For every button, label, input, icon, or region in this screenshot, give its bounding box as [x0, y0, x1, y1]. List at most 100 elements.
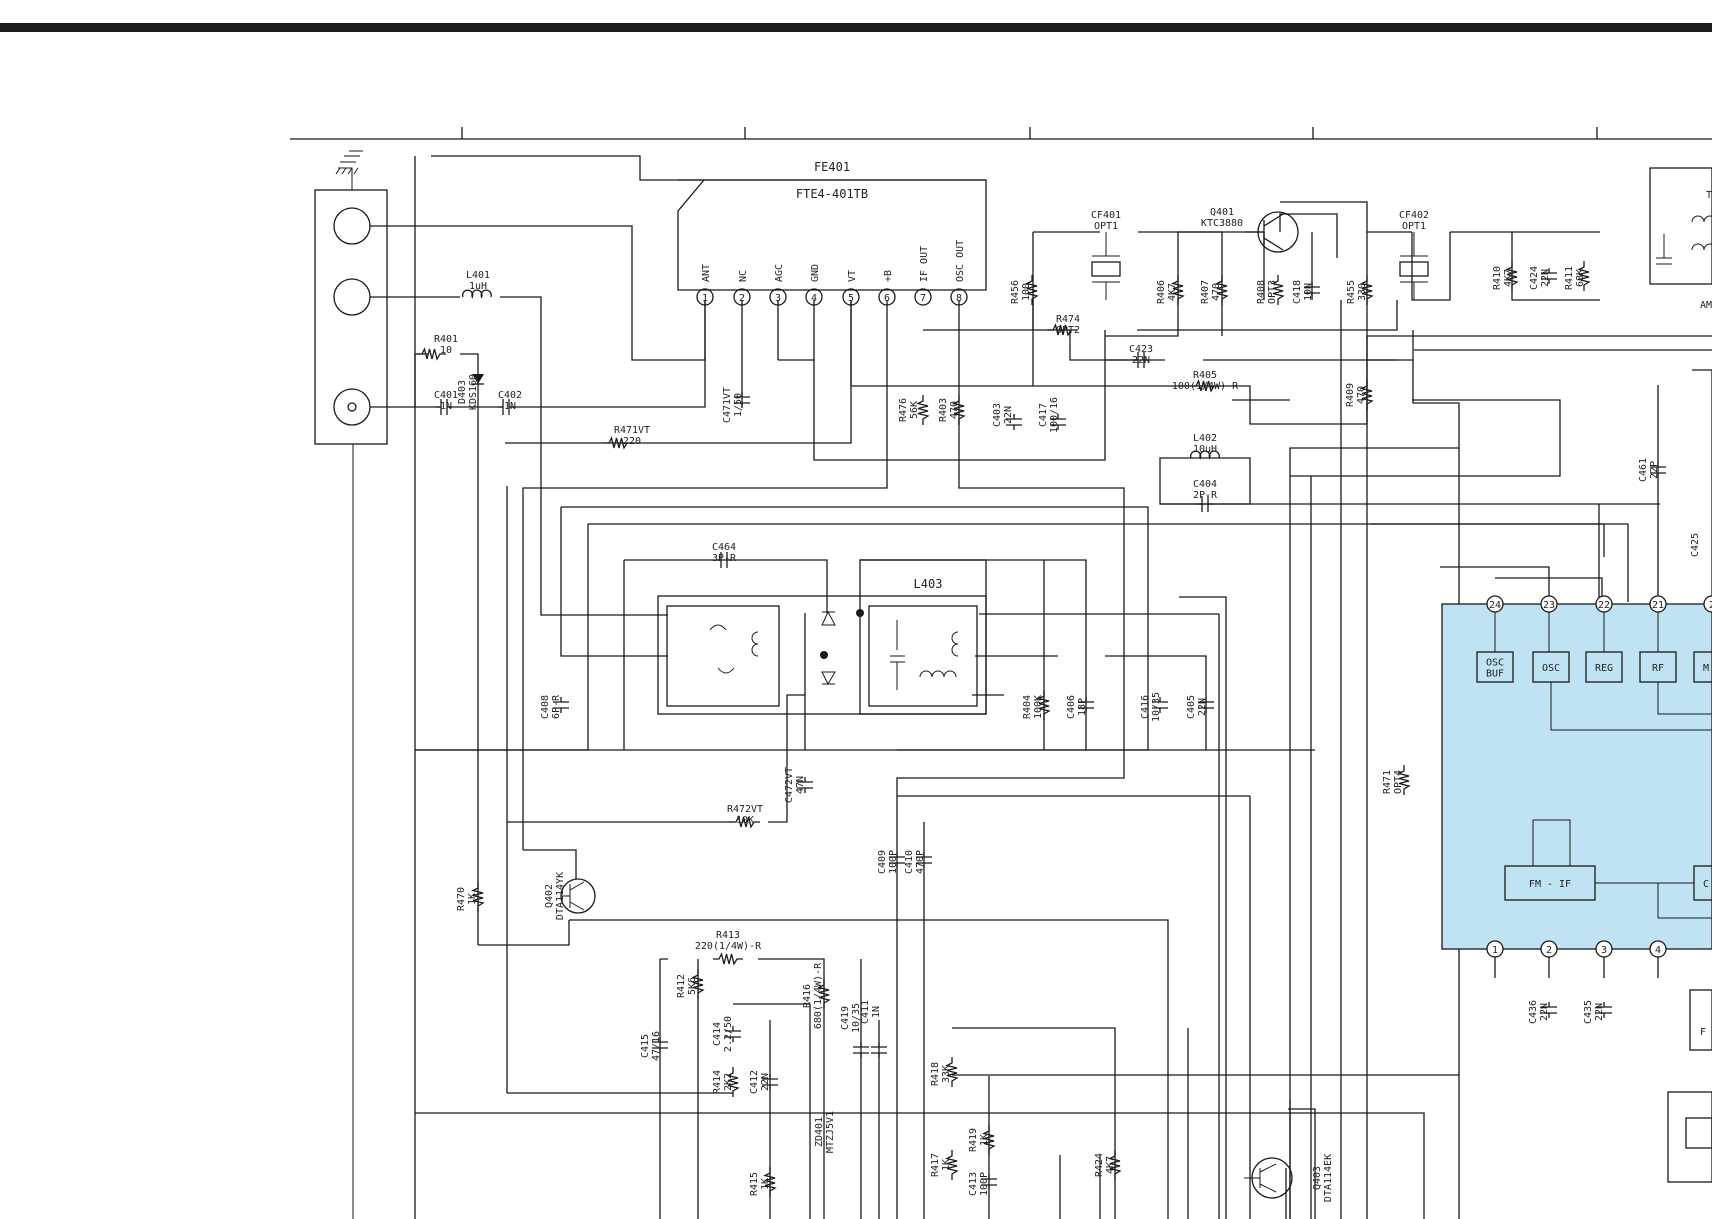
module-pin-name: VT — [847, 270, 858, 282]
ic-pin-number: 4 — [1655, 945, 1661, 956]
part-q403: Q403DTA114EK — [1312, 1154, 1334, 1202]
part-label: C40522N — [1186, 695, 1208, 719]
part-c411: C4111N — [860, 1000, 887, 1058]
module-pin-name: AGC — [774, 264, 785, 282]
part-label: R4244K7 — [1094, 1153, 1116, 1177]
ic-pin-number: 24 — [1489, 600, 1501, 611]
part-label: R4064K7 — [1156, 280, 1178, 304]
part-r419: R4191K — [968, 1124, 995, 1156]
part-c410: C410470P — [904, 850, 932, 874]
module-pin-number: 3 — [775, 293, 781, 304]
ic-bottom-pin-2: 2 — [1540, 940, 1558, 978]
part-label: R47656K — [898, 398, 920, 422]
module-pin-2: 2NC — [733, 270, 751, 306]
part-label: C409100P — [877, 850, 899, 874]
part-c408: C4086P-R — [540, 694, 569, 719]
part-label: R4104K7 — [1492, 266, 1514, 290]
tuner-module-fe401: FE401 FTE4-401TB — [677, 160, 987, 291]
part-r418: R41833K — [930, 1056, 958, 1088]
module-pin-number: 2 — [739, 293, 745, 304]
module-pin-3: 3 AGC — [769, 264, 787, 306]
part-r416: R416680(1/4W)-R — [802, 962, 830, 1029]
ic-block-label: C — [1703, 879, 1709, 890]
part-r407: R407470 — [1200, 274, 1228, 306]
frame-ruler — [290, 127, 1712, 140]
ic-block-label: OSC — [1486, 658, 1504, 669]
part-c414: C4142.2/50 — [712, 1016, 741, 1052]
part-label: C4086P-R — [540, 694, 562, 719]
ic-pin-number: 23 — [1543, 600, 1555, 611]
ic-bottom-pin-3: 3 — [1595, 940, 1613, 978]
part-label: R471OPT4 — [1382, 770, 1404, 794]
part-label: C40322N — [992, 403, 1014, 427]
ic-pin-number: 3 — [1601, 945, 1607, 956]
ic-block-label: REG — [1595, 663, 1613, 674]
ic-pin-number: 22 — [1598, 600, 1610, 611]
part-r411: R41168K — [1564, 260, 1590, 292]
part-c405: C40522N — [1186, 695, 1214, 719]
header-bar — [0, 23, 1712, 32]
part-label: C471VT1/50 — [722, 387, 744, 423]
part-r412: R4125K6 — [676, 968, 704, 1000]
ic-top-pin-2: 2 — [1703, 595, 1712, 613]
coil-ref: L403 — [914, 577, 943, 591]
part-label: R41168K — [1564, 266, 1586, 290]
part-c461: C46122P — [1638, 458, 1666, 482]
part-label: R416680(1/4W)-R — [802, 962, 824, 1029]
part-label: C40618P — [1066, 695, 1088, 719]
part-r456: R456100 — [1010, 274, 1038, 306]
part-label: C46122P — [1638, 458, 1660, 482]
module-pin-number: 4 — [811, 293, 817, 304]
part-label: C43622N — [1528, 1000, 1550, 1024]
part-c416: C41610/35 — [1140, 692, 1168, 722]
part-label: R409470 — [1345, 383, 1367, 407]
antenna-terminal-block — [314, 150, 388, 445]
part-c417: C417100/16 — [1038, 397, 1066, 433]
part-r424: R4244K7 — [1094, 1149, 1121, 1181]
part-c435: C43522N — [1583, 1000, 1612, 1024]
part-c418: C41810N — [1292, 280, 1320, 304]
ic-block-4: M — [1693, 651, 1712, 683]
part-label: R408OPT3 — [1256, 280, 1278, 304]
part-label: C4142.2/50 — [712, 1016, 734, 1052]
part-label: C41222N — [749, 1070, 771, 1094]
part-r404: R404100K — [1022, 689, 1050, 721]
ic-top-pin-21: 21 — [1649, 595, 1667, 613]
part-label: R407470 — [1200, 280, 1222, 304]
part-label: R456100 — [1010, 280, 1032, 304]
part-label: C4111N — [860, 1000, 882, 1024]
edge-label-t: T — [1706, 190, 1712, 201]
part-label: C41547/16 — [640, 1031, 662, 1061]
part-label: R404100K — [1022, 695, 1044, 719]
part-c471: C471VT1/50 — [722, 387, 750, 423]
part-r470: R4701K — [456, 881, 484, 913]
ic-bottom-pin-4: 4 — [1649, 940, 1667, 978]
part-c424: C42422N — [1529, 266, 1557, 290]
right-edge-transformer: T AM F — [1649, 167, 1712, 1183]
ic-bottom-pin-1: 1 — [1486, 940, 1504, 978]
part-r476: R47656K — [898, 394, 929, 426]
part-d403: D403KDS160 — [457, 374, 484, 410]
part-label: Q403DTA114EK — [1312, 1154, 1334, 1202]
part-label: C425 — [1690, 533, 1701, 557]
coil-l403: L403 — [657, 559, 987, 715]
part-c472: C472VT47N — [784, 767, 813, 803]
module-pin-number: 5 — [848, 293, 854, 304]
part-label: R455330 — [1346, 280, 1368, 304]
ic-block-label: RF — [1652, 663, 1664, 674]
ic-pins: 2423222121234 — [1486, 595, 1712, 978]
part-r415: R4151K — [749, 1166, 776, 1198]
edge-label-f: F — [1700, 1027, 1706, 1038]
part-label: R4191K — [968, 1128, 990, 1152]
